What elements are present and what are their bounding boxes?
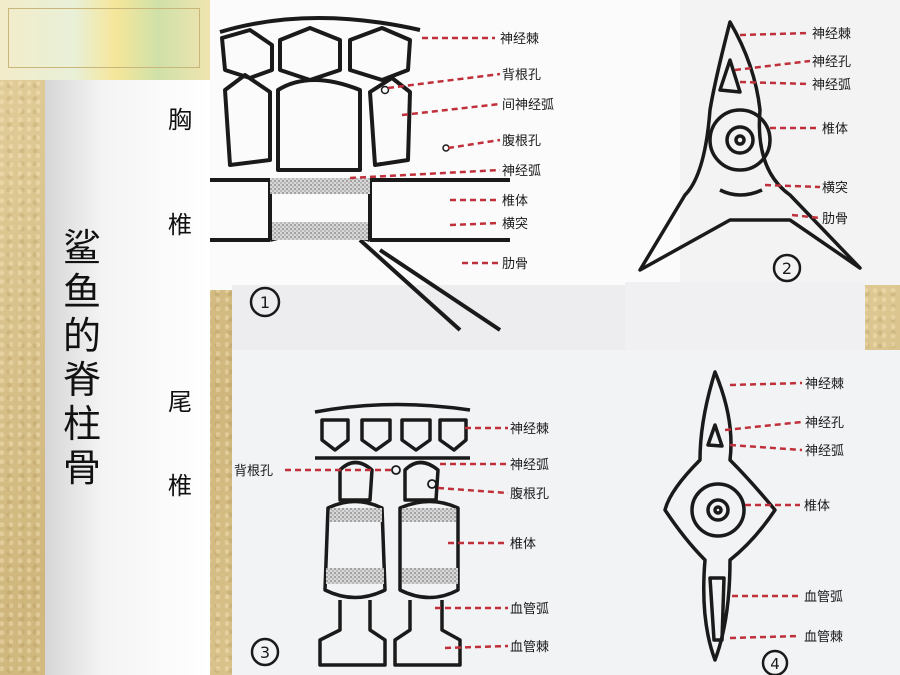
fig3-label: 腹根孔 xyxy=(510,486,549,502)
fig1-label: 腹根孔 xyxy=(502,133,541,149)
fig2-number: 2 xyxy=(782,259,792,278)
section-label-caudal-1: 尾 xyxy=(168,388,192,416)
fig3-label-group: 背根孔 神经棘 神经弧 腹根孔 椎体 血管弧 血管棘 xyxy=(234,422,549,655)
fig3-ventral-foramen xyxy=(427,479,437,489)
fig1-label: 神经弧 xyxy=(502,164,541,179)
fig3-label: 椎体 xyxy=(510,537,536,552)
fig3-drawing xyxy=(314,402,471,667)
title-char: 鱼 xyxy=(62,270,101,314)
fig4-number-circle xyxy=(761,649,789,675)
fig3-leaders xyxy=(285,426,509,650)
fig2-label: 横突 xyxy=(822,180,848,196)
fig2-label: 神经孔 xyxy=(812,55,851,70)
fig1-label: 椎体 xyxy=(502,194,528,209)
fig1-label: 肋骨 xyxy=(502,257,528,272)
side-panel xyxy=(45,80,210,675)
fig2-drawing xyxy=(638,20,862,272)
fig1-label-group: 神经棘 背根孔 间神经弧 腹根孔 神经弧 椎体 横突 肋骨 xyxy=(500,32,554,272)
fig2-label: 神经弧 xyxy=(812,78,851,93)
fig4-number: 4 xyxy=(770,655,780,673)
fig4-label: 神经孔 xyxy=(805,416,844,431)
fig3-label: 背根孔 xyxy=(234,464,273,479)
top-decoration xyxy=(0,0,210,80)
fig1-centrum-top xyxy=(270,178,370,194)
paper-fig2 xyxy=(680,0,900,285)
fig4-label: 血管弧 xyxy=(804,590,843,605)
section-label-thoracic-2: 椎 xyxy=(168,211,192,239)
fig3-centrum-stipple xyxy=(330,508,382,522)
fig3-number: 3 xyxy=(260,643,270,662)
title-char: 柱 xyxy=(62,402,101,446)
fig3-label: 神经弧 xyxy=(510,458,549,473)
fig3-label: 血管棘 xyxy=(510,640,549,655)
vertebra-diagram: 神经棘 背根孔 间神经弧 腹根孔 神经弧 椎体 横突 肋骨 1 神经棘 神经孔 … xyxy=(210,0,900,675)
fig1-label: 横突 xyxy=(502,216,528,232)
fig1-label: 神经棘 xyxy=(500,32,539,47)
fig1-label: 背根孔 xyxy=(502,68,541,83)
fig4-label: 神经弧 xyxy=(805,444,844,459)
fig2-label: 椎体 xyxy=(822,122,848,137)
fig1-drawing xyxy=(210,15,510,332)
fig3-centrum-stipple xyxy=(402,568,458,584)
fig2-label-group: 神经棘 神经孔 神经弧 椎体 横突 肋骨 xyxy=(812,27,851,227)
section-label-thoracic-1: 胸 xyxy=(168,106,192,134)
fig4-label: 血管棘 xyxy=(804,630,843,645)
title-char: 的 xyxy=(62,314,101,358)
title-char: 脊 xyxy=(62,358,101,402)
fig1-number-circle xyxy=(249,286,281,318)
fig2-label: 肋骨 xyxy=(822,212,848,227)
fig1-number: 1 xyxy=(260,293,270,312)
fig4-leaders xyxy=(724,381,803,640)
slide-title: 鲨 鱼 的 脊 柱 骨 xyxy=(52,226,112,490)
fig4-label: 椎体 xyxy=(804,499,830,514)
fig2-number-circle xyxy=(772,253,802,283)
fig1-leaders xyxy=(349,36,501,265)
fig3-label: 神经棘 xyxy=(510,422,549,437)
section-label-caudal-2: 椎 xyxy=(168,472,192,500)
fig2-label: 神经棘 xyxy=(812,27,851,42)
fig3-number-circle xyxy=(250,637,280,667)
fig3-centrum-stipple xyxy=(326,568,384,584)
fig1-label: 间神经弧 xyxy=(502,98,554,113)
title-char: 骨 xyxy=(62,446,101,490)
fig3-dorsal-foramen xyxy=(391,465,401,475)
fig4-label-group: 神经棘 神经孔 神经弧 椎体 血管弧 血管棘 xyxy=(804,377,844,645)
fig2-leaders xyxy=(734,31,821,220)
fig1-centrum-bottom xyxy=(272,222,368,240)
fig1-dorsal-foramen xyxy=(380,85,390,95)
title-char: 鲨 xyxy=(62,226,101,270)
fig4-drawing xyxy=(663,370,777,662)
fig3-centrum-stipple xyxy=(402,508,456,522)
fig3-label: 血管弧 xyxy=(510,602,549,617)
fig4-label: 神经棘 xyxy=(805,377,844,392)
paper-gap-right xyxy=(625,282,865,352)
